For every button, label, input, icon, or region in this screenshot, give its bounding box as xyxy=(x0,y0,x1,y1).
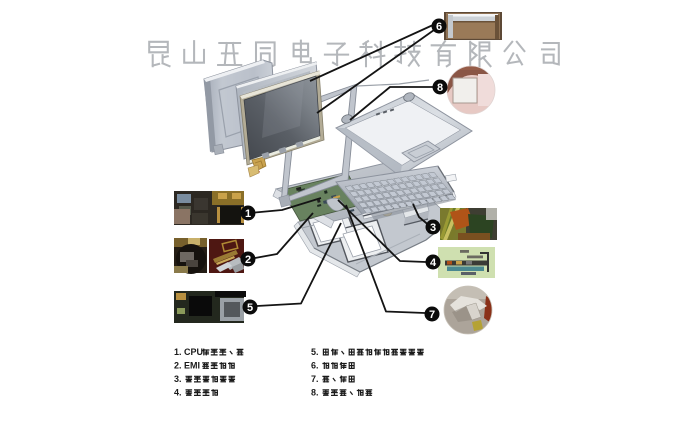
svg-text:3.: 3. xyxy=(174,374,182,384)
svg-text:7.: 7. xyxy=(311,374,319,384)
svg-text:4.: 4. xyxy=(174,388,182,398)
svg-text:5.: 5. xyxy=(311,347,319,357)
svg-text:5: 5 xyxy=(247,302,253,314)
svg-text:7: 7 xyxy=(429,309,435,321)
svg-text:2: 2 xyxy=(245,254,251,266)
svg-text:6.: 6. xyxy=(311,361,319,371)
svg-text:3: 3 xyxy=(430,222,436,234)
svg-text:6: 6 xyxy=(436,21,442,33)
svg-text:8: 8 xyxy=(437,82,443,94)
svg-text:1: 1 xyxy=(245,208,251,220)
svg-text:8.: 8. xyxy=(311,388,319,398)
svg-text:2. EMI: 2. EMI xyxy=(174,361,200,371)
svg-text:1. CPU: 1. CPU xyxy=(174,347,203,357)
svg-text:4: 4 xyxy=(430,257,437,269)
